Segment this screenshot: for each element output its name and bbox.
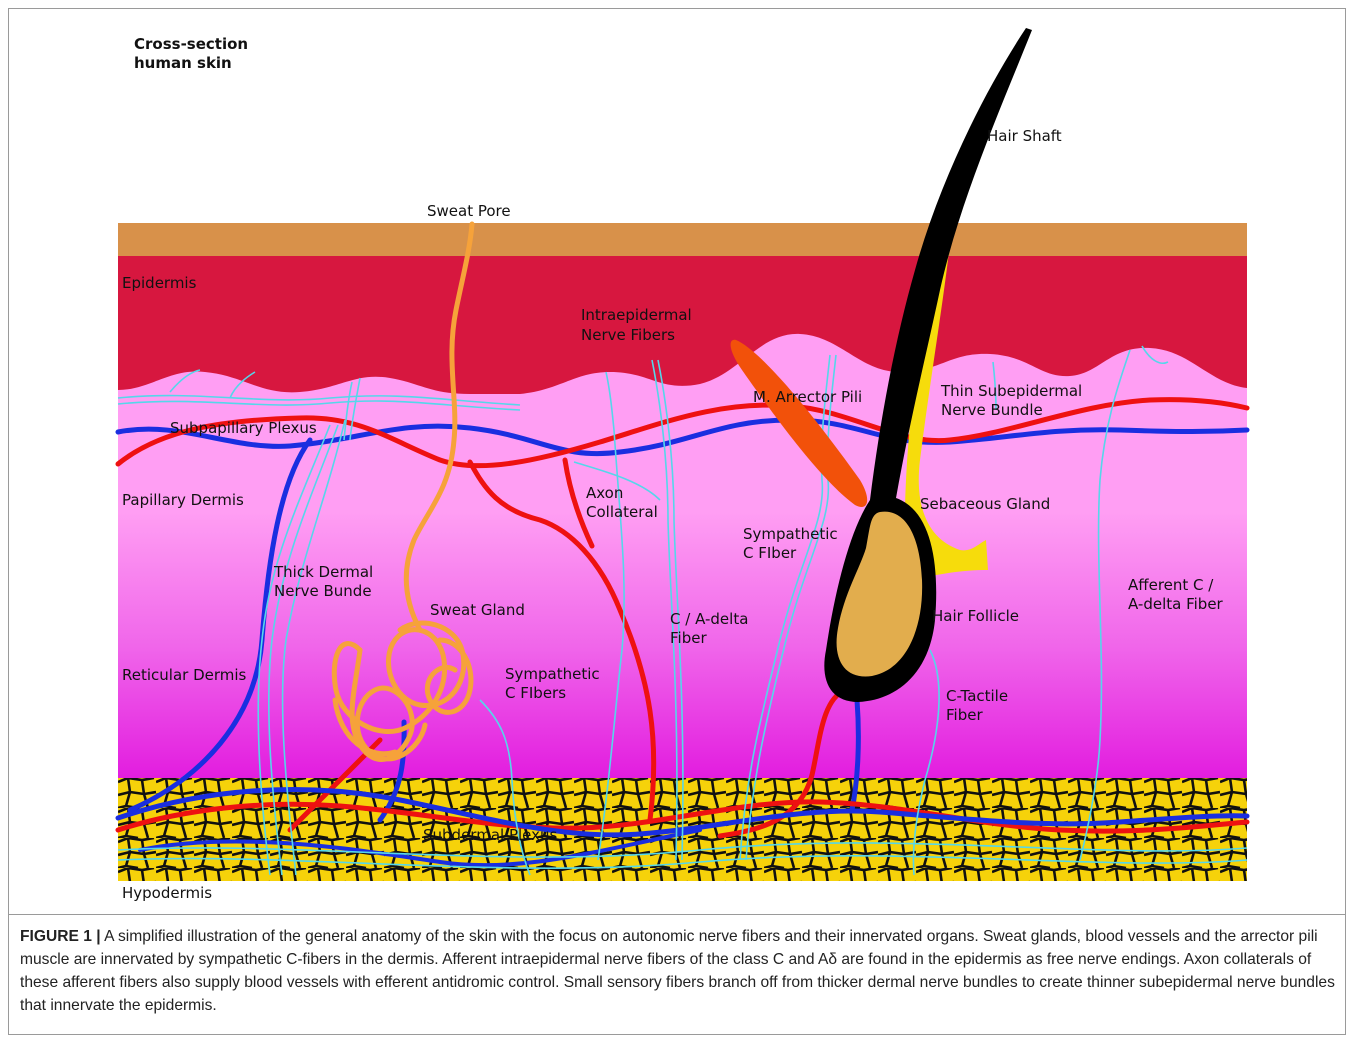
label-epidermis: Epidermis — [122, 274, 197, 292]
label-thick-dermal-1: Thick Dermal — [273, 563, 373, 581]
label-papillary-dermis: Papillary Dermis — [122, 491, 244, 509]
label-sympathetic-fiber-2: C FIber — [743, 544, 797, 562]
caption-divider — [8, 914, 1346, 915]
label-c-adelta-2: Fiber — [670, 629, 707, 647]
skin-diagram: Hair Shaft Sweat Pore Epidermis Intraepi… — [0, 0, 1358, 910]
label-axon-collateral-2: Collateral — [586, 503, 658, 521]
label-c-adelta-1: C / A-delta — [670, 610, 748, 628]
label-afferent-1: Afferent C / — [1128, 576, 1214, 594]
label-axon-collateral-1: Axon — [586, 484, 623, 502]
label-afferent-2: A-delta Fiber — [1128, 595, 1224, 613]
label-sympathetic-fiber-1: Sympathetic — [743, 525, 838, 543]
label-thin-subepidermal-2: Nerve Bundle — [941, 401, 1043, 419]
label-hair-follicle: Hair Follicle — [932, 607, 1019, 625]
label-sympathetic-fibers-1: Sympathetic — [505, 665, 600, 683]
label-intraepidermal-1: Intraepidermal — [581, 306, 692, 324]
label-subdermal-plexus: Subdermal Plexus — [423, 826, 558, 844]
label-sebaceous-gland: Sebaceous Gland — [920, 495, 1050, 513]
label-hair-shaft: Hair Shaft — [987, 127, 1062, 145]
label-thick-dermal-2: Nerve Bunde — [274, 582, 372, 600]
figure-caption: FIGURE 1 | A simplified illustration of … — [20, 925, 1340, 1017]
label-c-tactile-2: Fiber — [946, 706, 983, 724]
label-intraepidermal-2: Nerve Fibers — [581, 326, 675, 344]
label-subpapillary-plexus: Subpapillary Plexus — [170, 419, 317, 437]
label-thin-subepidermal-1: Thin Subepidermal — [940, 382, 1082, 400]
label-reticular-dermis: Reticular Dermis — [122, 666, 247, 684]
label-sympathetic-fibers-2: C FIbers — [505, 684, 566, 702]
label-arrector-pili: M. Arrector Pili — [753, 388, 862, 406]
stratum-corneum — [118, 223, 1247, 257]
label-hypodermis: Hypodermis — [122, 884, 212, 902]
label-sweat-pore: Sweat Pore — [427, 202, 511, 220]
caption-figure-label: FIGURE 1 | — [20, 928, 101, 945]
caption-text: A simplified illustration of the general… — [20, 928, 1335, 1014]
label-c-tactile-1: C-Tactile — [946, 687, 1008, 705]
label-sweat-gland: Sweat Gland — [430, 601, 525, 619]
